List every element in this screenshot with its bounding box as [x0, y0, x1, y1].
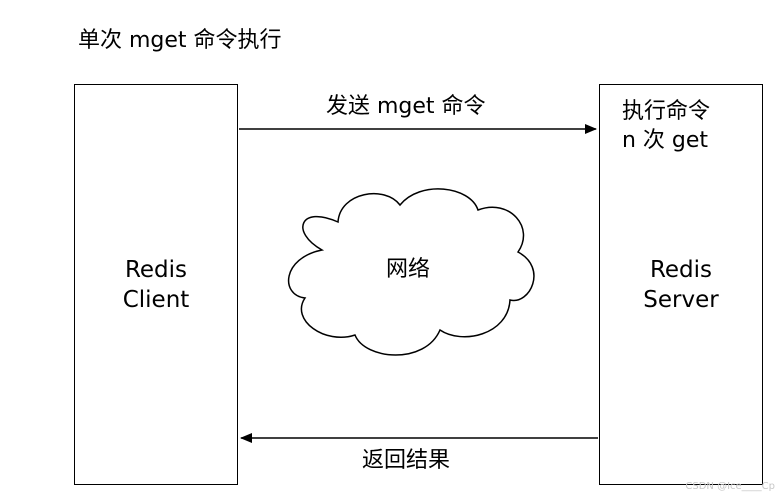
redis-client-label-line2: Client: [122, 287, 190, 313]
page-title: 单次 mget 命令执行: [78, 28, 282, 53]
redis-server-label-line1: Redis: [649, 257, 713, 283]
send-arrow-label: 发送 mget 命令: [326, 94, 486, 119]
server-note-line2: n 次 get: [622, 128, 709, 153]
redis-server-box: 执行命令 n 次 get Redis Server: [599, 84, 763, 485]
redis-client-box: Redis Client: [74, 84, 238, 485]
redis-client-label-line1: Redis: [124, 257, 188, 283]
server-execution-note: 执行命令 n 次 get: [622, 97, 710, 155]
return-arrow-label: 返回结果: [362, 448, 451, 473]
redis-server-label-line2: Server: [643, 287, 719, 313]
redis-client-label: Redis Client: [75, 255, 237, 315]
network-label: 网络: [386, 257, 431, 282]
watermark: CSDN @Ice____Cp: [685, 481, 775, 492]
server-note-line1: 执行命令: [622, 99, 711, 124]
redis-server-label: Redis Server: [600, 255, 762, 315]
network-cloud-shape: [287, 188, 535, 356]
